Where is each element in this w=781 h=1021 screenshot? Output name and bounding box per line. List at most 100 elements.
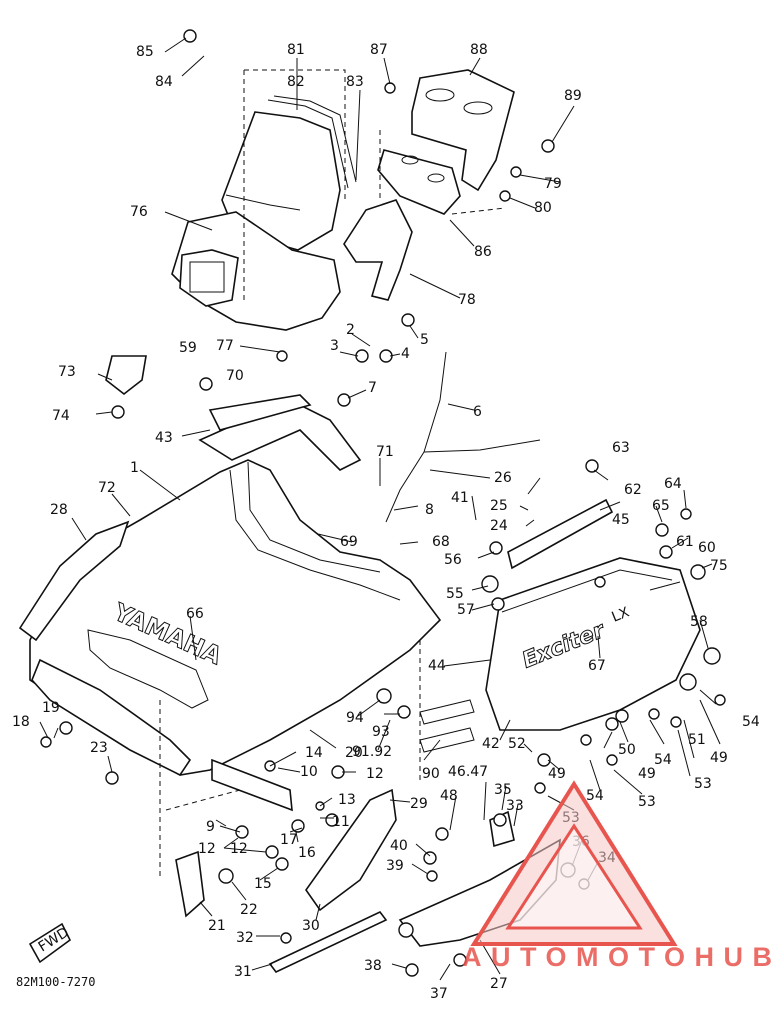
callout-label: 51 [688, 732, 706, 748]
callout-label: 18 [12, 714, 30, 730]
callout-label: 16 [298, 845, 316, 861]
callout-label: 13 [338, 792, 356, 808]
callout-label: 40 [390, 838, 408, 854]
callout-label: 67 [588, 658, 606, 674]
callout-label: 73 [58, 364, 76, 380]
callout-label: 66 [186, 606, 204, 622]
callout-label: 76 [130, 204, 148, 220]
callout-label: 22 [240, 902, 258, 918]
callout-label: 3 [330, 338, 339, 354]
callout-label: 14 [305, 745, 323, 761]
front-trim [18, 355, 147, 642]
callout-label: 39 [386, 858, 404, 874]
callout-label: 20 [345, 745, 363, 761]
callout-label: 48 [440, 788, 458, 804]
callout-label: 61 [676, 534, 694, 550]
callout-label: 5 [420, 332, 429, 348]
callout-label: 26 [494, 470, 512, 486]
windshield-assembly [171, 69, 357, 331]
callout-label: 57 [457, 602, 475, 618]
callout-label: 87 [370, 42, 388, 58]
callout-label: 49 [548, 766, 566, 782]
callout-label: 19 [42, 700, 60, 716]
callout-label: 6 [473, 404, 482, 420]
callout-label: 37 [430, 986, 448, 1002]
callout-label: 15 [254, 876, 272, 892]
callout-label: 10 [300, 764, 318, 780]
callout-label: 75 [710, 558, 728, 574]
callout-label: 79 [544, 176, 562, 192]
callout-label: 54 [742, 714, 760, 730]
callout-label: 12 [366, 766, 384, 782]
callout-label: 80 [534, 200, 552, 216]
callout-label: 60 [698, 540, 716, 556]
callout-label: 83 [346, 74, 364, 90]
callout-label: 59 [179, 340, 197, 356]
callout-label: 8 [425, 502, 434, 518]
callout-label: 41 [451, 490, 469, 506]
callout-label: 2 [346, 322, 355, 338]
callout-label: 43 [155, 430, 173, 446]
callout-label: 81 [287, 42, 305, 58]
callout-label: 54 [654, 752, 672, 768]
callout-label: 90 [422, 766, 440, 782]
callout-label: 84 [155, 74, 173, 90]
callout-label: 77 [216, 338, 234, 354]
callout-label: 88 [470, 42, 488, 58]
callout-label: 21 [208, 918, 226, 934]
callout-label: 24 [490, 518, 508, 534]
callout-label: 23 [90, 740, 108, 756]
callout-label: 69 [340, 534, 358, 550]
callout-label: 45 [612, 512, 630, 528]
callout-label: 85 [136, 44, 154, 60]
callout-label: 7 [368, 380, 377, 396]
callout-label: 53 [694, 776, 712, 792]
watermark-text: AUTOMOTOHUB [462, 942, 772, 972]
callout-label: 74 [52, 408, 70, 424]
callout-label: 35 [494, 782, 512, 798]
callout-label: 1 [130, 460, 139, 476]
callout-label: 49 [710, 750, 728, 766]
callout-label: 65 [652, 498, 670, 514]
callout-label: 94 [346, 710, 364, 726]
diagram-code: 82M100-7270 [16, 975, 95, 989]
panel-brand-subtext: LX [610, 604, 632, 626]
callout-label: 31 [234, 964, 252, 980]
callout-label: 54 [586, 788, 604, 804]
callout-label: 42 [482, 736, 500, 752]
callout-label: 44 [428, 658, 446, 674]
cables [385, 351, 541, 523]
callout-label: 91.92 [352, 744, 392, 760]
callout-label: 70 [226, 368, 244, 384]
callout-label: 93 [372, 724, 390, 740]
callout-label: 82 [287, 74, 305, 90]
callout-label: 78 [458, 292, 476, 308]
hood-assembly: YAMAHA [29, 394, 442, 777]
callout-label: 55 [446, 586, 464, 602]
callout-label: 12 [230, 841, 248, 857]
mount-bracket-assembly [343, 69, 515, 301]
callout-label: 86 [474, 244, 492, 260]
callout-label: 56 [444, 552, 462, 568]
callout-label: 12 [198, 841, 216, 857]
callout-label: 11 [332, 814, 350, 830]
callout-label: 72 [98, 480, 116, 496]
callout-label: 62 [624, 482, 642, 498]
front-direction-arrow: FWD [28, 922, 72, 964]
callout-label: 29 [410, 796, 428, 812]
callout-label: 33 [506, 798, 524, 814]
callout-label: 38 [364, 958, 382, 974]
fasteners [40, 29, 726, 977]
callout-label: 53 [638, 794, 656, 810]
callout-label: 30 [302, 918, 320, 934]
callout-label: 25 [490, 498, 508, 514]
callout-label: 64 [664, 476, 682, 492]
callout-label: 9 [206, 819, 215, 835]
callout-label: 63 [612, 440, 630, 456]
side-panel-assembly: Exciter LX [485, 498, 701, 731]
callout-label: 27 [490, 976, 508, 992]
callout-label: 32 [236, 930, 254, 946]
callout-label: 58 [690, 614, 708, 630]
callout-label: 28 [50, 502, 68, 518]
